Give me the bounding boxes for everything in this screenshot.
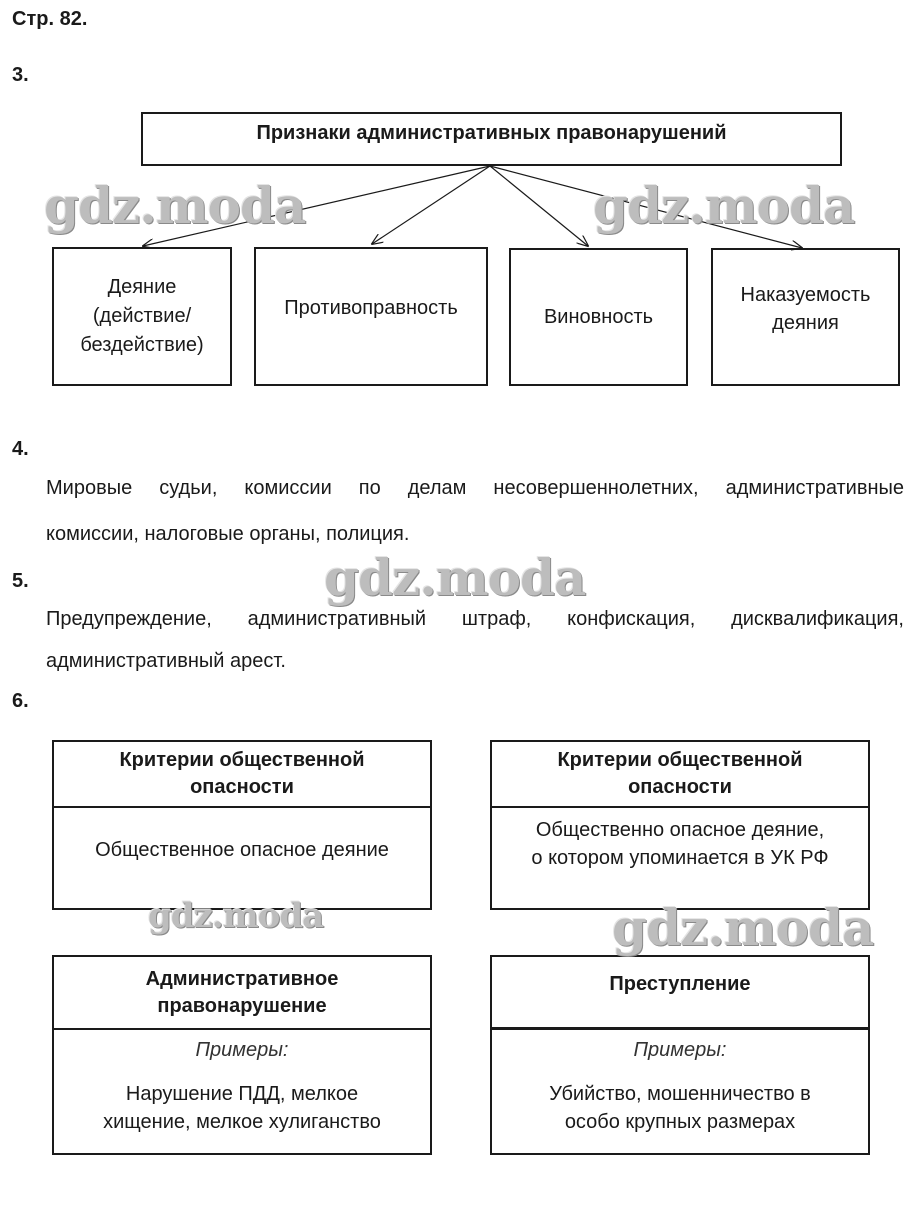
admin-offense-head-line-2: правонарушение (157, 994, 327, 1017)
task-5-line-2: административный арест. (46, 650, 286, 672)
arrow-to-punishability (489, 165, 802, 248)
criteria-right-head-line-2: опасности (628, 776, 732, 798)
child-punishability-line-1: Наказуемость (740, 284, 871, 306)
diagram-arrows (0, 165, 917, 400)
admin-offense-example-line-1: Нарушение ПДД, мелкое (125, 1083, 359, 1105)
task-3-number: 3. (12, 64, 29, 86)
child-action-line-1: Деяние (107, 276, 177, 298)
crime-examples: Убийство, мошенничество в особо крупных … (492, 1080, 868, 1137)
child-action-line-2: (действие/ (92, 305, 192, 327)
criteria-right-body-line-1: Общественно опасное деяние, (535, 818, 825, 841)
task-4-line-2: комиссии, налоговые органы, полиция. (46, 523, 410, 545)
task-4-line-1: Мировые судьи, комиссии по делам несовер… (46, 477, 904, 499)
task-5-number: 5. (12, 570, 29, 592)
child-action-line-3: бездействие) (80, 334, 204, 356)
card-crime: Преступление Примеры: Убийство, мошеннич… (490, 955, 870, 1155)
crime-head-text: Преступление (609, 972, 751, 995)
crime-example-line-2: особо крупных размерах (564, 1111, 796, 1134)
card-admin-offense-head: Административное правонарушение (54, 957, 430, 1030)
arrow-to-guilt (489, 165, 588, 246)
watermark-5: gdz.moda (612, 898, 874, 957)
watermark-1: gdz.moda (44, 176, 306, 235)
task-4-number: 4. (12, 438, 29, 460)
diagram-root-text: Признаки административных правонарушений (256, 121, 727, 144)
criteria-right-head-line-1: Критерии общественной (557, 749, 803, 771)
child-unlawfulness-text: Противоправность (284, 297, 458, 319)
criteria-right-body-line-2: о котором упоминается в УК РФ (531, 847, 829, 869)
page-label: Стр. 82. (12, 8, 88, 30)
criteria-left-body-text: Общественное опасное деяние (95, 838, 389, 861)
child-guilt-text: Виновность (543, 305, 654, 328)
card-crime-head: Преступление (492, 957, 868, 1030)
admin-offense-examples-label: Примеры: (195, 1039, 289, 1061)
watermark-3: gdz.moda (324, 548, 586, 607)
card-criteria-right-head: Критерии общественной опасности (492, 742, 868, 808)
diagram-child-punishability: Наказуемость деяния (711, 248, 900, 386)
crime-examples-label: Примеры: (633, 1039, 727, 1061)
crime-example-line-1: Убийство, мошенничество в (549, 1083, 811, 1105)
diagram-child-unlawfulness: Противоправность (254, 247, 488, 386)
task-5-line-1: Предупреждение, административный штраф, … (46, 608, 904, 630)
card-criteria-left-body: Общественное опасное деяние (54, 808, 430, 908)
criteria-left-head-line-1: Критерии общественной (119, 749, 365, 771)
card-criteria-left-head: Критерии общественной опасности (54, 742, 430, 808)
watermark-2: gdz.moda (593, 176, 855, 235)
watermark-4: gdz.moda (148, 896, 324, 936)
card-criteria-right-body: Общественно опасное деяние, о котором уп… (492, 808, 868, 908)
card-criteria-right: Критерии общественной опасности Обществе… (490, 740, 870, 910)
admin-offense-example-line-2: хищение, мелкое хулиганство (103, 1111, 381, 1134)
admin-offense-examples: Нарушение ПДД, мелкое хищение, мелкое ху… (54, 1080, 430, 1137)
diagram-root-box: Признаки административных правонарушений (141, 112, 842, 166)
criteria-left-head-line-2: опасности (190, 776, 294, 798)
card-criteria-left: Критерии общественной опасности Обществе… (52, 740, 432, 910)
diagram-child-guilt: Виновность (509, 248, 688, 386)
diagram-child-action: Деяние (действие/ бездействие) (52, 247, 232, 386)
arrow-to-action (143, 165, 491, 246)
card-admin-offense: Административное правонарушение Примеры:… (52, 955, 432, 1155)
task-6-number: 6. (12, 690, 29, 712)
child-punishability-line-2: деяния (772, 312, 839, 334)
admin-offense-head-line-1: Административное (145, 967, 339, 990)
arrow-to-unlawfulness (372, 165, 491, 244)
